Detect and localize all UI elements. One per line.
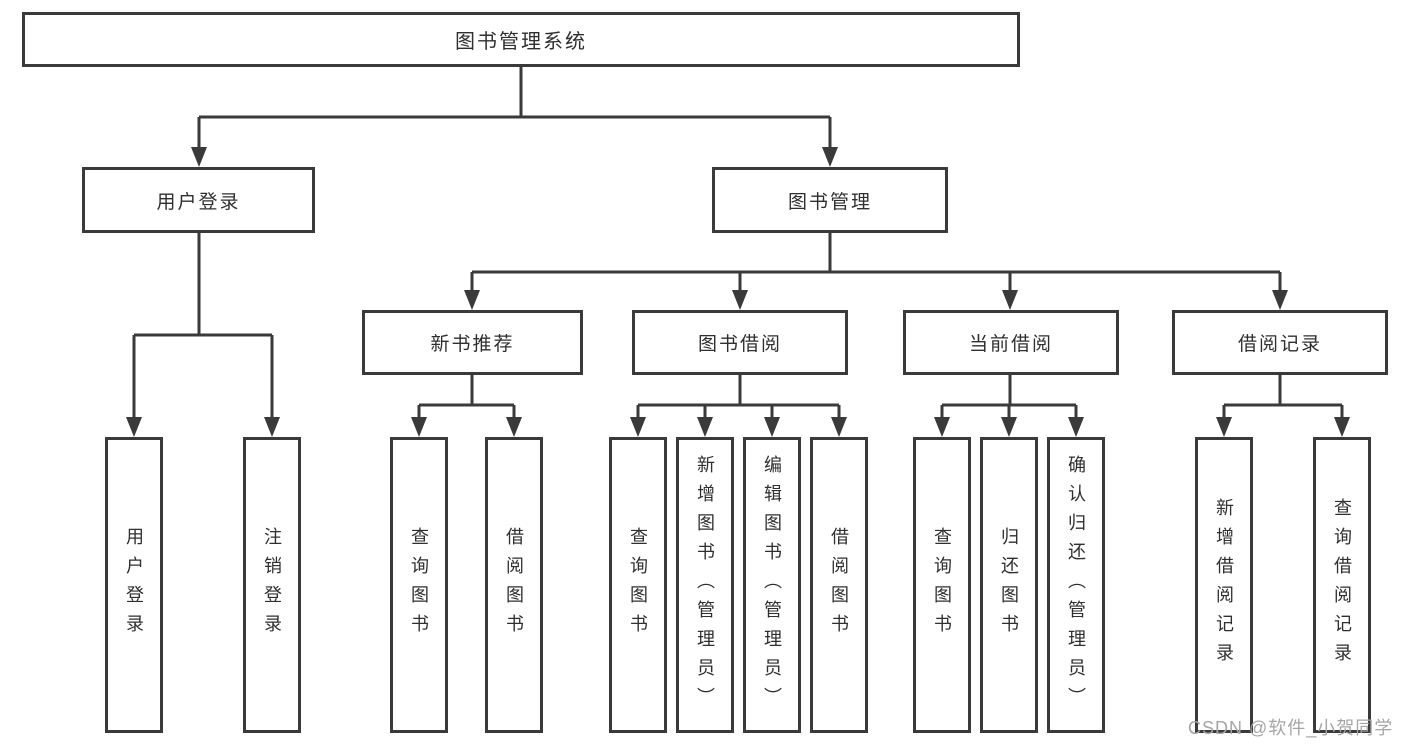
leaf-borrow-books-recommend: 借阅图书 — [485, 437, 543, 733]
leaf-borrow-books-borrowing: 借阅图书 — [810, 437, 868, 733]
leaf-confirm-return-admin: 确认归还（管理员） — [1047, 437, 1105, 733]
leaf-add-borrow-record: 新增借阅记录 — [1195, 437, 1253, 733]
node-book-borrowing: 图书借阅 — [632, 310, 848, 375]
leaf-logout-login: 注销登录 — [243, 437, 301, 733]
node-library-system-root: 图书管理系统 — [22, 12, 1020, 67]
leaf-query-books-borrowing: 查询图书 — [609, 437, 667, 733]
node-current-borrowing: 当前借阅 — [903, 310, 1119, 375]
leaf-query-books-current: 查询图书 — [913, 437, 971, 733]
leaf-return-books: 归还图书 — [980, 437, 1038, 733]
leaf-user-login: 用户登录 — [105, 437, 163, 733]
leaf-add-book-admin: 新增图书（管理员） — [676, 437, 734, 733]
watermark: CSDN @软件_小贺同学 — [1188, 718, 1394, 738]
node-borrowing-records: 借阅记录 — [1172, 310, 1388, 375]
node-user-login: 用户登录 — [82, 167, 315, 233]
leaf-query-books-recommend: 查询图书 — [390, 437, 448, 733]
node-new-book-recommendation: 新书推荐 — [362, 310, 583, 375]
leaf-edit-book-admin: 编辑图书（管理员） — [743, 437, 801, 733]
leaf-query-borrow-record: 查询借阅记录 — [1313, 437, 1371, 733]
node-book-management: 图书管理 — [712, 167, 948, 233]
